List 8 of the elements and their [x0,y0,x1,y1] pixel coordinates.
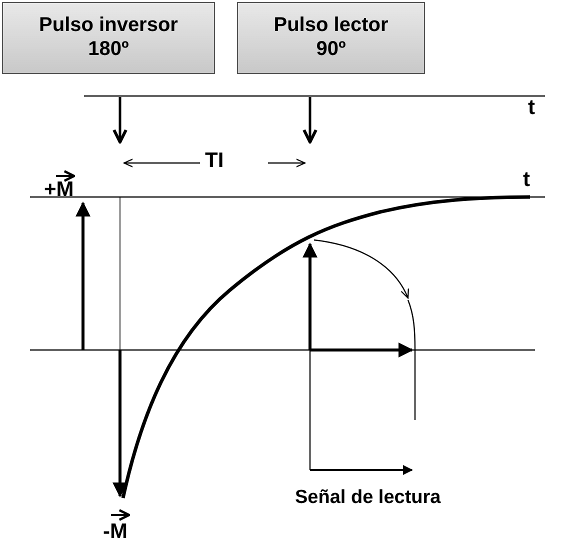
time-label: t [528,96,535,120]
magnetization-label: -M [103,520,128,544]
signal-caption: Señal de lectura [295,487,441,509]
time-label: t [523,168,530,192]
interval-label: TI [205,149,224,173]
pulse-box: Pulso inversor 180º [2,2,215,74]
pulse-box: Pulso lector 90º [237,2,425,74]
magnetization-label: +M [44,178,74,202]
